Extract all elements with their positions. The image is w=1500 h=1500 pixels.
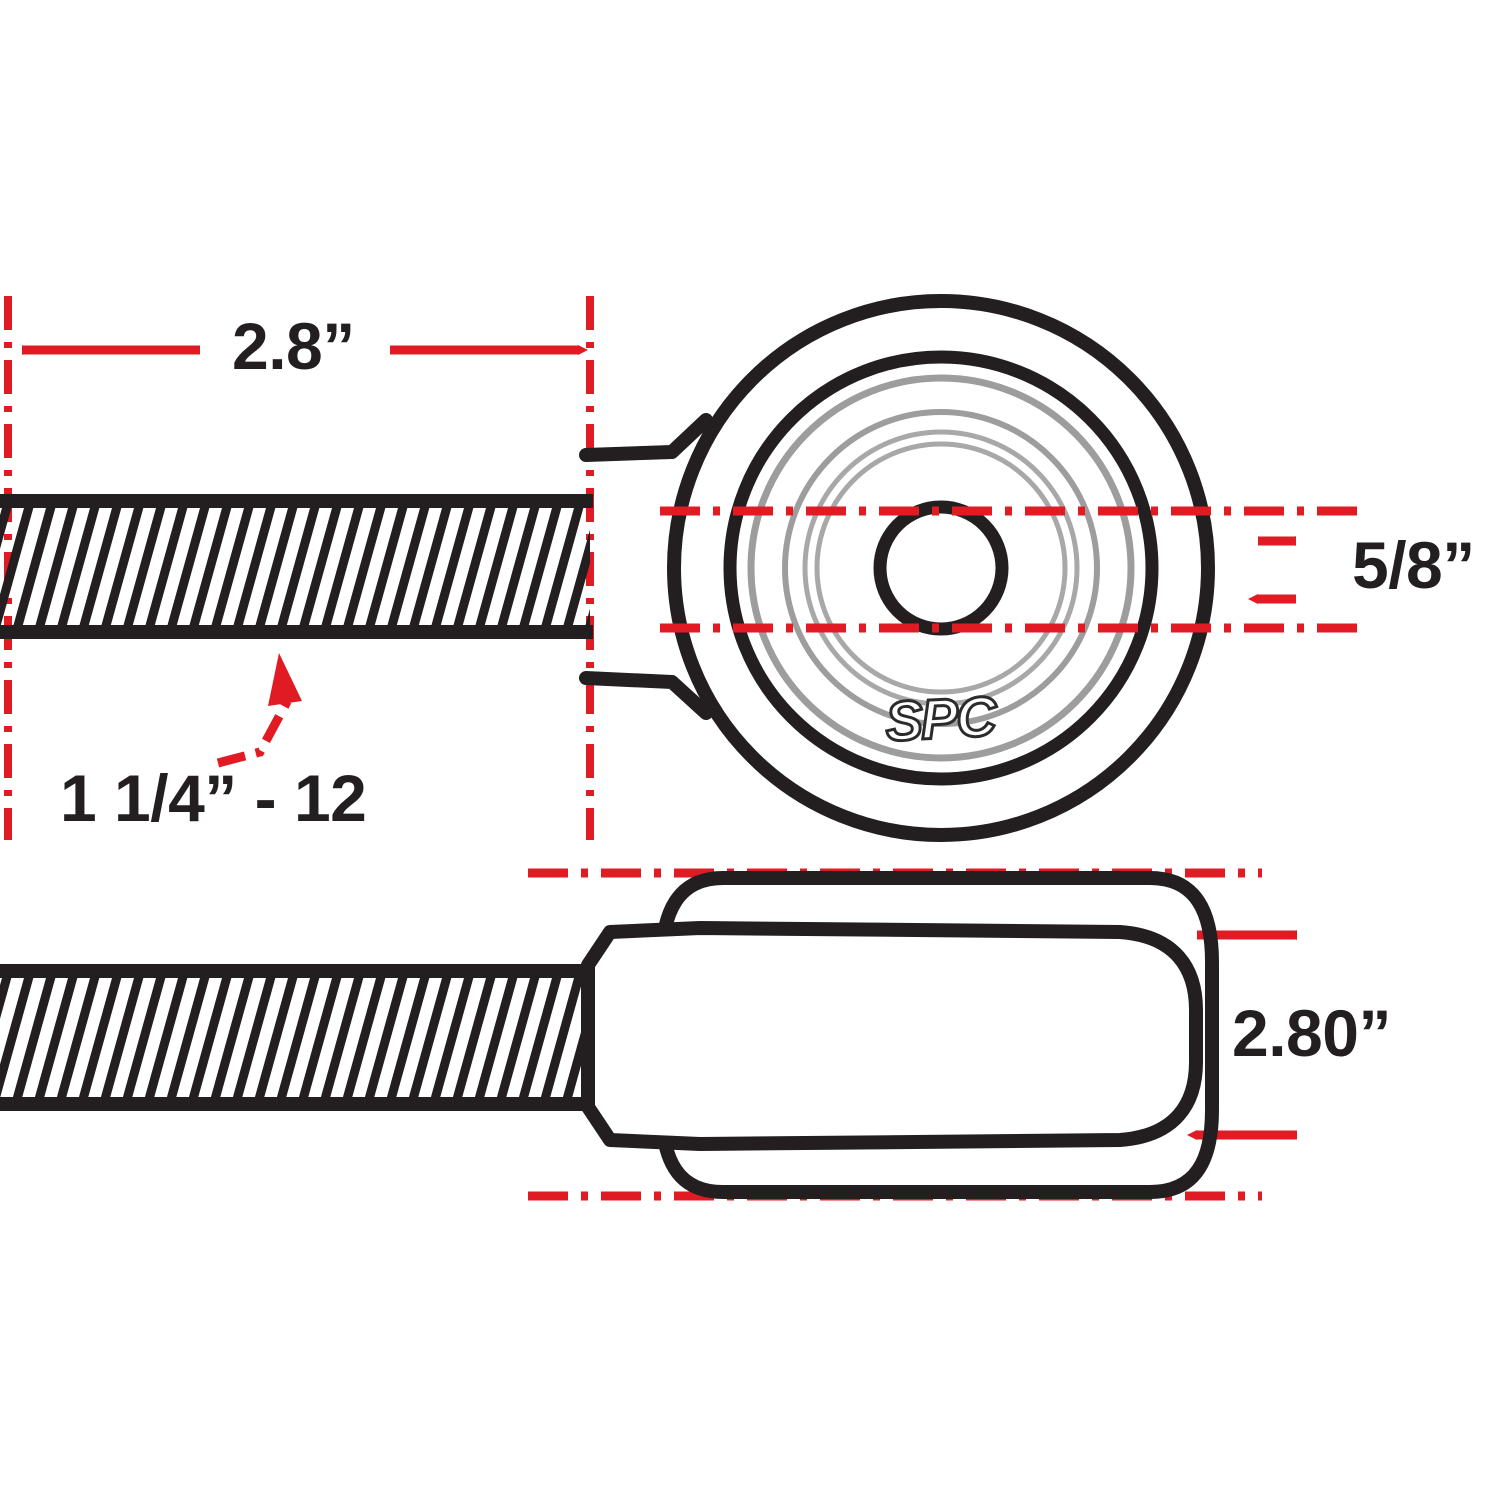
- housing-body-side: [581, 921, 1203, 1151]
- bearing-detail-ring-1: [747, 374, 1135, 762]
- bearing-detail-ring-3: [802, 429, 1080, 707]
- housing-outer-circle: [667, 294, 1215, 842]
- thread-hatching-front: [0, 500, 590, 636]
- dimension-label-bore-diameter: 5/8”: [1352, 528, 1475, 602]
- threaded-shank-front: [0, 494, 593, 639]
- thread-leader-line: [216, 653, 302, 768]
- bearing-race-outer-circle: [723, 350, 1159, 786]
- bearing-detail-ring-4: [814, 441, 1068, 695]
- dimension-label-housing-width: 2.80”: [1232, 996, 1391, 1070]
- bearing-detail-ring-2: [782, 409, 1100, 727]
- thread-hatching-side: [0, 970, 590, 1106]
- housing-shoulder-front: [579, 413, 713, 720]
- dimension-label-thread-spec: 1 1/4” - 12: [60, 761, 367, 835]
- dimension-label-shank-length: 2.8”: [232, 309, 355, 383]
- side-view: [0, 868, 1297, 1201]
- threaded-shank-side: [0, 964, 593, 1111]
- front-view: SPC: [0, 294, 1362, 842]
- center-bore-circle: [873, 500, 1009, 636]
- spc-logo: SPC: [884, 684, 1000, 753]
